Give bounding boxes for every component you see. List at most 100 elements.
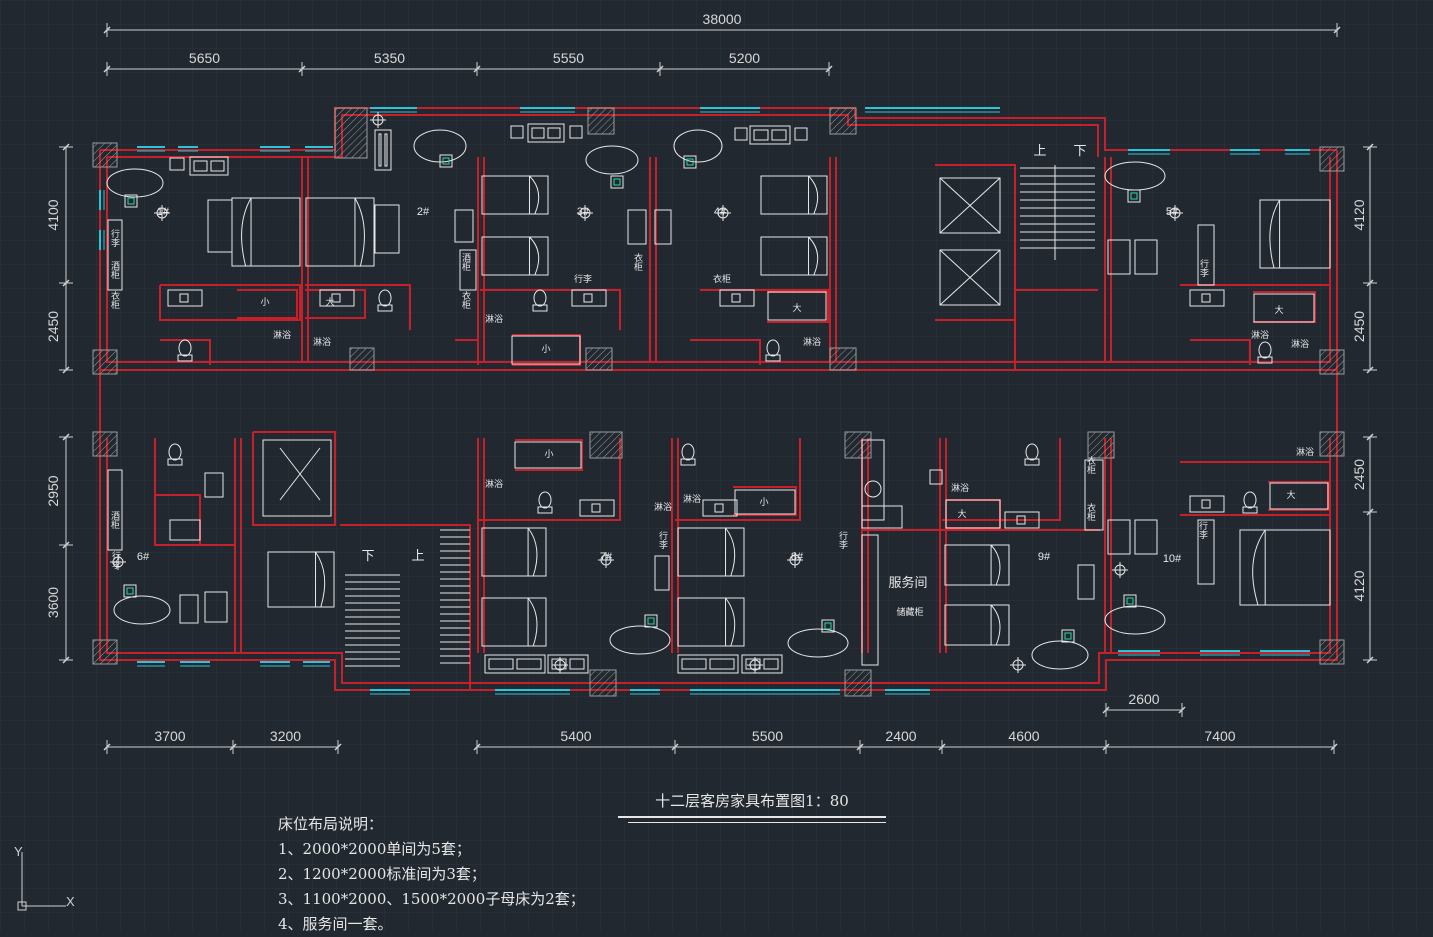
shower-label: 淋浴 — [803, 336, 821, 348]
linen-cabinet-label: 储藏柜 — [896, 606, 923, 618]
bathtub — [734, 489, 796, 515]
bed-cover — [527, 597, 538, 647]
sofa-cushion — [531, 127, 545, 139]
bath-wall — [942, 438, 1061, 521]
round-table — [585, 145, 639, 175]
dim-bottom-right-slash — [938, 743, 946, 751]
bath-wall — [1180, 461, 1331, 516]
dim-bottom-right-slash — [1102, 743, 1110, 751]
luggage-rack — [454, 209, 474, 243]
toilet-tank — [765, 354, 781, 362]
toilet-tank — [167, 458, 183, 466]
bathtub — [514, 441, 582, 469]
bed-cover — [725, 527, 736, 577]
dim-right-top-text: 4120 — [1351, 199, 1367, 230]
dim-bottom-left-slash — [103, 743, 111, 751]
column — [1319, 431, 1345, 457]
column — [844, 669, 872, 697]
side-table — [510, 125, 524, 139]
sofa — [189, 156, 229, 176]
chair — [683, 155, 697, 169]
bed-cover — [725, 597, 736, 647]
bath-wall — [480, 289, 621, 330]
dim-left-top-text: 4100 — [45, 199, 61, 230]
inner-wall-bottom — [106, 438, 1331, 684]
armchair — [179, 594, 199, 624]
armchair — [1107, 519, 1131, 555]
bed — [481, 597, 547, 647]
dim-top-text: 5650 — [189, 50, 220, 66]
sofa-cushion — [681, 658, 707, 670]
bed — [481, 175, 549, 215]
vanity — [1189, 289, 1225, 307]
chair-seat — [126, 587, 134, 595]
toilet — [533, 289, 547, 307]
shower-label: 淋浴 — [485, 313, 503, 325]
column — [349, 347, 375, 371]
sink — [591, 503, 601, 513]
dim-bottom-right-text: 7400 — [1204, 728, 1235, 744]
vanity — [929, 469, 943, 485]
sofa-cushion — [547, 127, 561, 139]
shower-label: 淋浴 — [1251, 329, 1269, 341]
bath-wall — [1180, 284, 1331, 330]
dim-right-bottom-slash — [1366, 433, 1374, 441]
tub-enclosure — [733, 486, 797, 516]
notes-line-4: 4、服务间一套。 — [278, 915, 393, 933]
chair — [439, 154, 453, 168]
dim-bottom-right-text: 5500 — [752, 728, 783, 744]
room-number-9: 9# — [1038, 551, 1051, 563]
wine-cabinet-label: 酒柜 — [109, 261, 120, 280]
bathtub — [1253, 293, 1315, 323]
title-underline-thin — [628, 822, 886, 823]
column — [829, 347, 857, 371]
wardrobe — [107, 219, 123, 291]
vanity — [702, 499, 738, 517]
bed — [760, 236, 828, 276]
room-number-5: 5# — [1166, 206, 1179, 218]
chair-seat — [1064, 632, 1072, 640]
room-number-6: 6# — [137, 551, 150, 563]
bed — [677, 597, 745, 647]
chair-seat — [442, 157, 450, 165]
luggage-label: 行李 — [109, 228, 120, 247]
sink — [731, 293, 741, 303]
column — [589, 669, 617, 697]
armchair — [1134, 239, 1158, 275]
bathtub — [945, 499, 1001, 529]
sofa-cushion — [763, 658, 779, 670]
wardrobe — [1197, 224, 1215, 286]
vanity — [167, 289, 203, 307]
tub-size-label: 小 — [260, 297, 269, 308]
elevator-x — [279, 447, 321, 501]
shower-label: 淋浴 — [683, 493, 701, 505]
tub-enclosure — [515, 439, 583, 471]
stair-down-label-bottom: 下 — [361, 549, 374, 564]
bed — [944, 544, 1010, 586]
toilet-tank — [177, 354, 193, 362]
sofa — [547, 654, 589, 674]
luggage-label: 行李 — [574, 273, 592, 285]
bed-cover — [990, 544, 1001, 586]
sofa-cushion — [193, 160, 208, 172]
column — [1319, 146, 1345, 172]
round-table — [113, 595, 171, 625]
chair-seat — [647, 617, 655, 625]
dim-left-bottom-slash — [62, 656, 70, 664]
dim-bottom-left-text: 3200 — [270, 728, 301, 744]
column — [585, 347, 613, 371]
round-table — [609, 625, 671, 655]
dim-right-top-slash — [1366, 366, 1374, 374]
shower-label: 淋浴 — [1291, 338, 1309, 350]
dim-right-top-slash — [1366, 279, 1374, 287]
room-number-2: 2# — [417, 206, 430, 218]
wardrobe-label: 衣柜 — [109, 290, 120, 310]
toilet — [766, 339, 780, 357]
wardrobe — [459, 249, 477, 291]
dim-overall-slash — [1333, 26, 1341, 34]
dim-overall-text: 38000 — [703, 11, 742, 27]
tub-size-label: 大 — [1286, 489, 1295, 501]
column — [92, 142, 118, 168]
